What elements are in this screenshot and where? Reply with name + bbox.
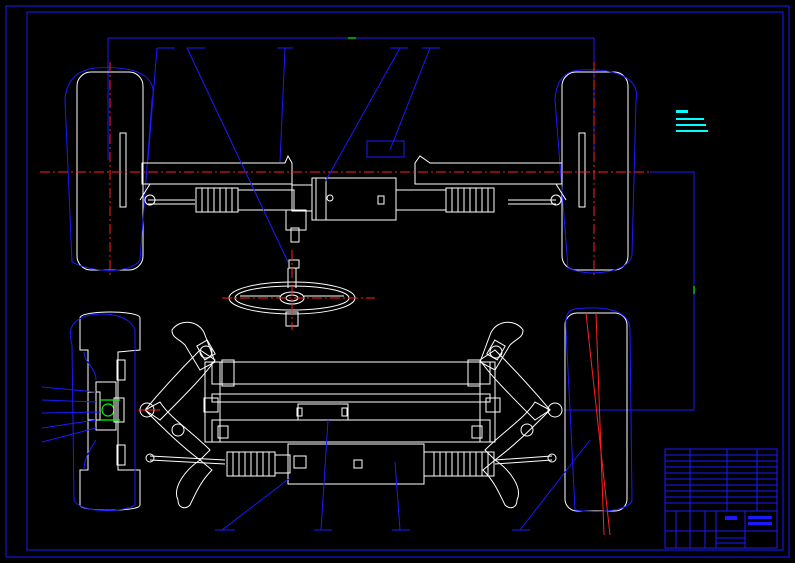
subframe: [196, 339, 506, 443]
title-block: [664, 448, 778, 549]
side-dimension-line: [565, 171, 695, 411]
top-dimension-line: [107, 37, 595, 160]
top-view-steering-assembly: [40, 37, 695, 411]
right-lower-arm: [484, 401, 551, 461]
right-rack-boot: [445, 187, 495, 213]
right-front-wheel-top: [554, 69, 637, 274]
axle-beam-top: [141, 154, 293, 185]
steering-pinion: [285, 184, 313, 269]
left-lower-arm: [144, 401, 211, 461]
inner-frame: [26, 11, 784, 551]
note-box: [366, 140, 405, 158]
right-upper-arm: [479, 349, 551, 421]
left-rack-boot: [195, 187, 239, 213]
left-front-wheel-bottom: [69, 311, 141, 512]
technical-notes: [676, 110, 708, 132]
outer-frame: [5, 5, 790, 558]
left-front-wheel-top: [64, 67, 154, 271]
left-upper-arm: [144, 349, 216, 421]
bottom-view-suspension-assembly: [41, 307, 633, 536]
bottom-rack-assembly: [226, 443, 495, 485]
